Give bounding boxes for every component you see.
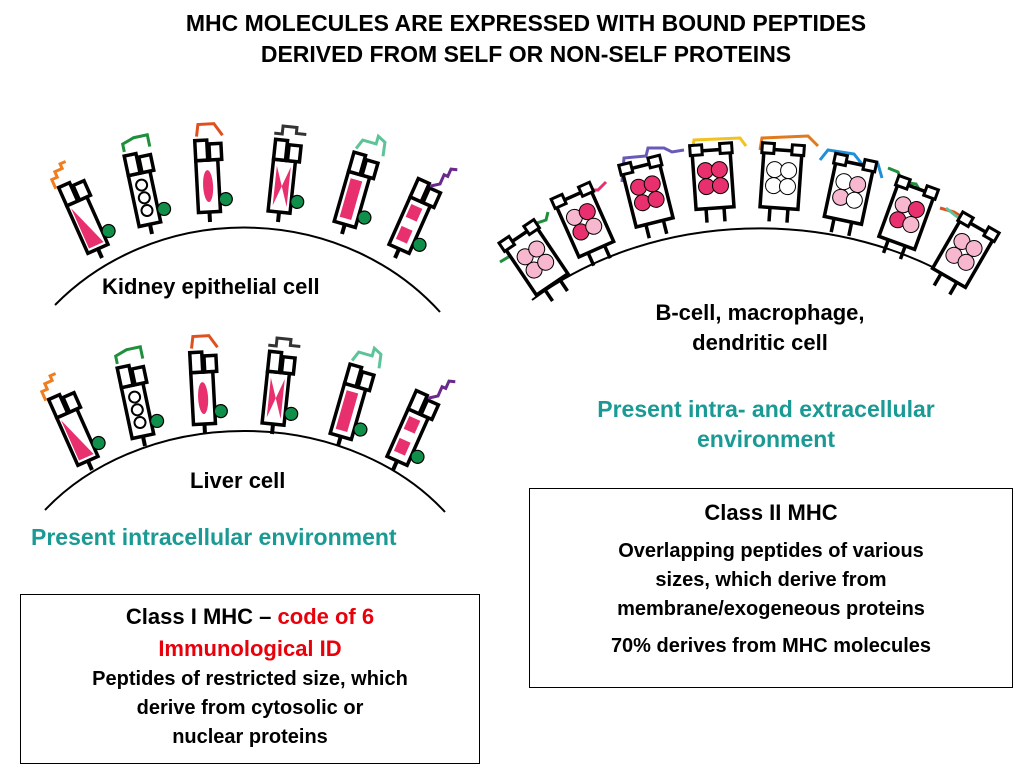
class-i-body-line-2: derive from cytosolic or	[136, 697, 364, 719]
class-ii-mhc-icon	[497, 217, 580, 310]
liver-cell-label: Liver cell	[190, 468, 286, 493]
apc-caption-line-2: environment	[696, 426, 836, 452]
class-i-mhc-icon	[114, 345, 168, 448]
class-ii-body-line-2: sizes, which derive from	[655, 569, 887, 591]
title-line-1: MHC MOLECULES ARE EXPRESSED WITH BOUND P…	[185, 10, 867, 36]
peptide-icon	[818, 148, 884, 179]
apc-caption-line-1: Present intra- and extracellular	[597, 396, 935, 422]
class-i-mhc-icon	[259, 337, 305, 436]
class-ii-mhc-icon	[755, 140, 807, 226]
class-i-mhc-icon	[37, 366, 113, 475]
class-i-mhc-icon	[327, 343, 389, 452]
cell-membrane-icon	[54, 226, 441, 313]
apc-label-line-2: dendritic cell	[692, 330, 828, 355]
class-ii-body-line-1: Overlapping peptides of various	[618, 540, 924, 562]
class-ii-mhc-icon	[817, 151, 879, 241]
title-line-2: DERIVED FROM SELF OR NON-SELF PROTEINS	[260, 41, 792, 67]
class-i-mhc-icon	[121, 133, 175, 236]
class-ii-body-line-4: 70% derives from MHC molecules	[610, 635, 932, 657]
class-ii-mhc-icon	[617, 153, 681, 243]
class-ii-heading: Class II MHC	[704, 500, 838, 525]
class-i-mhc-box: Class I MHC – code of 6 Immunological ID…	[20, 594, 480, 764]
class-i-mhc-icon	[194, 123, 234, 223]
kidney-cell-label: Kidney epithelial cell	[102, 274, 320, 299]
class-ii-body: Overlapping peptides of various sizes, w…	[530, 537, 1012, 661]
class-i-mhc-icon	[385, 157, 460, 268]
class-ii-body-line-3: membrane/exogeneous proteins	[617, 598, 925, 620]
peptide-icon	[620, 146, 685, 183]
class-ii-mhc-icon	[687, 140, 739, 226]
class-i-mhc-icon	[331, 131, 393, 240]
class-ii-mhc-icon	[870, 173, 941, 265]
apc-label: B-cell, macrophage, dendritic cell	[560, 298, 960, 358]
class-ii-mhc-icon	[549, 180, 623, 273]
liver-cell-caption: Present intracellular environment	[31, 524, 397, 550]
kidney-cell	[47, 123, 460, 313]
class-i-body-line-3: nuclear proteins	[172, 726, 328, 748]
apc-caption: Present intra- and extracellular environ…	[540, 394, 992, 454]
class-i-heading-prefix: Class I MHC –	[125, 604, 278, 629]
class-i-mhc-icon	[383, 369, 458, 480]
cell-membrane-icon	[531, 227, 966, 301]
liver-cell	[37, 335, 458, 513]
slide-title: MHC MOLECULES ARE EXPRESSED WITH BOUND P…	[0, 8, 1024, 70]
class-ii-mhc-box: Class II MHC Overlapping peptides of var…	[529, 488, 1013, 688]
class-i-mhc-icon	[47, 154, 123, 263]
class-i-heading-highlight-2: Immunological ID	[158, 636, 342, 661]
class-i-body: Peptides of restricted size, which deriv…	[21, 665, 479, 752]
class-i-mhc-icon	[189, 335, 229, 435]
class-i-mhc-icon	[265, 125, 311, 224]
apc-label-line-1: B-cell, macrophage,	[655, 300, 865, 325]
class-i-heading-highlight-1: code of 6	[277, 604, 375, 629]
class-ii-mhc-icon	[922, 210, 1001, 303]
class-i-heading: Class I MHC – code of 6 Immunological ID	[21, 601, 479, 665]
class-i-body-line-1: Peptides of restricted size, which	[92, 668, 408, 690]
cell-membrane-icon	[44, 429, 446, 513]
apc-cell	[497, 134, 1001, 310]
